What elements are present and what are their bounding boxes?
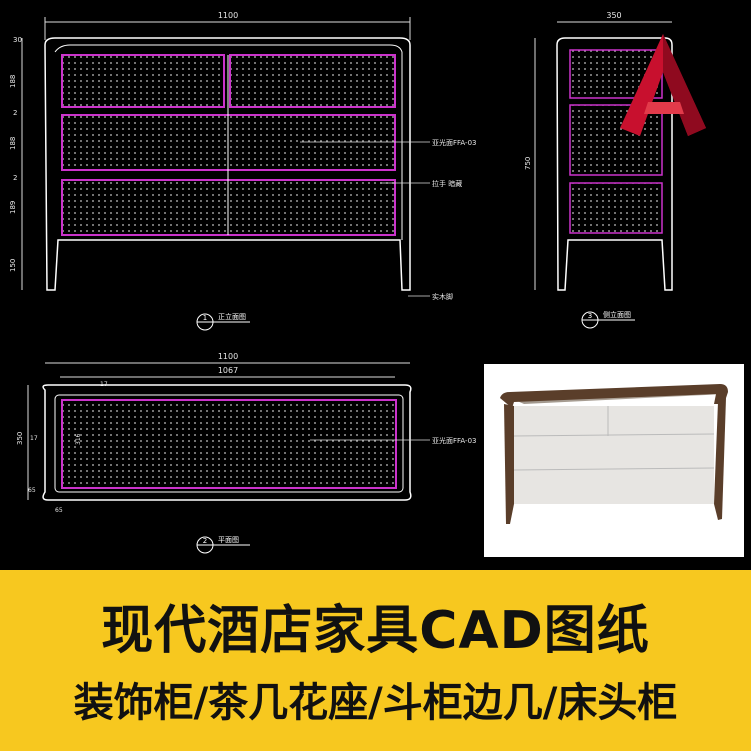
plan-bottom-dim: 65 [55, 507, 63, 514]
plan-dim-2: 65 [28, 487, 36, 494]
banner-title: 现代酒店家具CAD图纸 [101, 601, 650, 661]
side-elevation: 350 750 3 侧立面图 [524, 11, 673, 329]
cad-drawing-area: 1100 30 188 2 188 2 189 150 亚光面FFA-03 拉手… [9, 11, 744, 557]
front-dim-4: 2 [13, 174, 17, 182]
plan-dim-0: 350 [16, 432, 24, 445]
banner-subtitle: 装饰柜/茶几花座/斗柜边几/床头柜 [73, 680, 678, 726]
front-dim-5: 189 [9, 201, 17, 214]
front-dim-0: 30 [13, 36, 22, 44]
product-photo [484, 364, 744, 557]
front-dim-3: 188 [9, 137, 17, 150]
front-dim-6: 150 [9, 259, 17, 272]
plan-view-number: 2 [203, 537, 207, 545]
plan-callout-material: 亚光面FFA-03 [432, 436, 476, 445]
plan-inner-dim: 1067 [218, 366, 238, 375]
autocad-logo-icon [620, 34, 706, 136]
plan-view-label: 平面图 [218, 536, 239, 544]
front-dim-1: 188 [9, 75, 17, 88]
front-callout-handle: 拉手 暗藏 [432, 179, 462, 188]
dresser-render [500, 384, 728, 524]
front-dim-2: 2 [13, 109, 17, 117]
front-view-number: 1 [203, 314, 207, 322]
plan-dim-1: 17 [30, 435, 38, 442]
front-callout-material: 亚光面FFA-03 [432, 138, 476, 147]
plan-view: 1100 1067 17 350 17 65 316 65 亚光面FFA-03 … [16, 352, 476, 554]
front-elevation: 1100 30 188 2 188 2 189 150 亚光面FFA-03 拉手… [9, 11, 476, 331]
title-banner [0, 570, 751, 751]
side-view-label: 侧立面图 [603, 310, 631, 319]
front-callout-leg: 实木脚 [432, 292, 453, 301]
plan-width-dim: 1100 [218, 352, 238, 361]
front-view-label: 正立面图 [218, 312, 246, 321]
cad-drawings: 1100 30 188 2 188 2 189 150 亚光面FFA-03 拉手… [9, 11, 673, 554]
front-width-dim: 1100 [218, 11, 238, 20]
side-view-number: 3 [588, 312, 592, 320]
side-height-dim: 750 [524, 157, 532, 170]
side-width-dim: 350 [606, 11, 621, 20]
